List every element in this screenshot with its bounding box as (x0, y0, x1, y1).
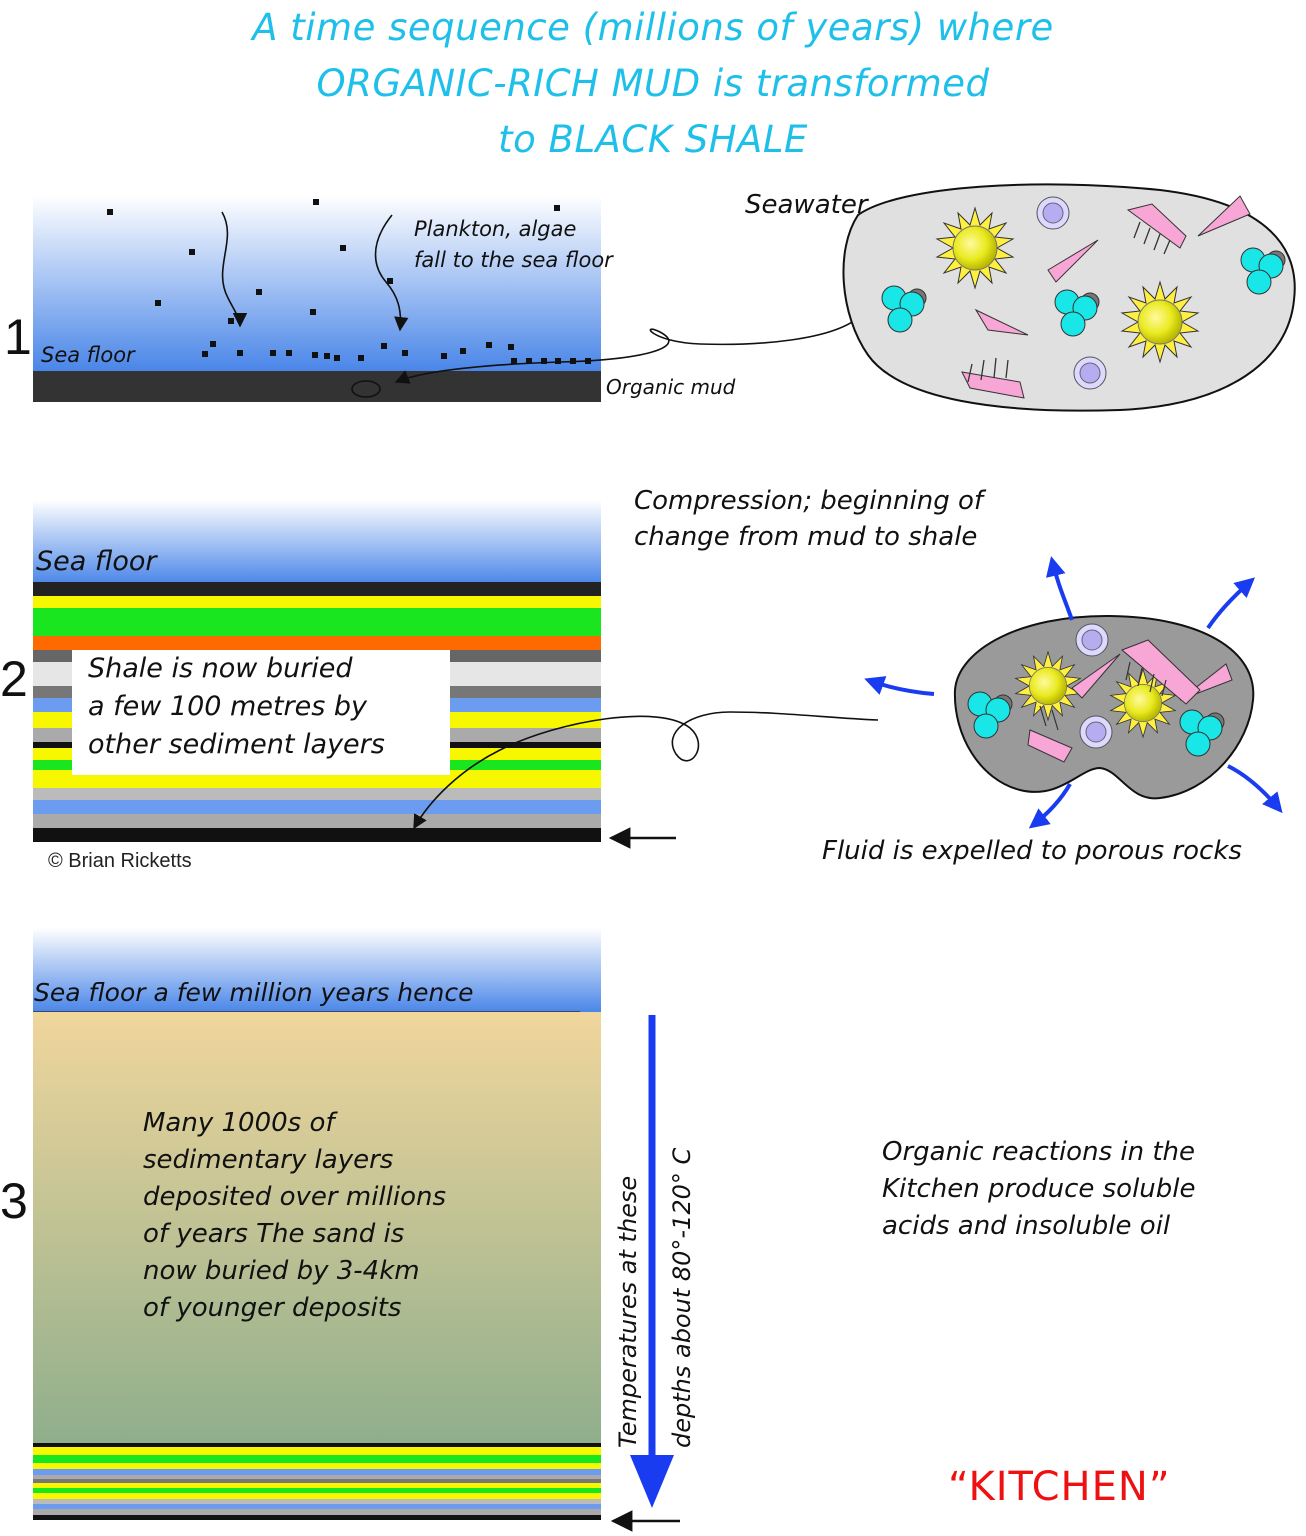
deep-layers (33, 1443, 601, 1520)
deposits-line-2: sedimentary layers (143, 1145, 394, 1175)
pink-shard-3 (974, 308, 1029, 336)
compression-line-1: Compression; beginning of (634, 486, 984, 516)
deposits-line-1: Many 1000s of (143, 1108, 335, 1138)
deposits-line-4: of years The sand is (143, 1219, 405, 1249)
deposits-line-6: of younger deposits (143, 1293, 402, 1323)
copyright-notice: © Brian Ricketts (48, 850, 192, 872)
depth-arrow-head (630, 1455, 674, 1508)
compressed-legs (1039, 661, 1167, 731)
deposits-line-3: deposited over millions (143, 1182, 447, 1212)
temperature-label-line-2: depths about 80°-120° C (668, 1147, 696, 1448)
reactions-line-1: Organic reactions in the (882, 1137, 1196, 1167)
seawater-label: Seawater (745, 190, 868, 220)
title-line-3: to BLACK SHALE (498, 118, 808, 161)
fluid-arrows (864, 556, 1283, 829)
compressed-shard-1 (1071, 653, 1121, 699)
deposits-line-5: now buried by 3-4km (143, 1256, 420, 1286)
compressed-lav-2 (1079, 715, 1113, 749)
burial-line-1: Shale is now buried (88, 653, 353, 684)
burial-line-3: other sediment layers (88, 729, 385, 760)
panel-number-2: 2 (0, 651, 28, 707)
mud-to-blob-arrow (394, 317, 859, 384)
reactions-line-2: Kitchen produce soluble (882, 1174, 1196, 1204)
sea-floor-label: Sea floor (41, 343, 135, 367)
lavender-cell-1 (1036, 196, 1070, 230)
temperature-label-line-1: Temperatures at these (614, 1175, 642, 1448)
sea-floor-label: Sea floor (36, 546, 157, 577)
blob-to-layer-arrow (413, 711, 879, 830)
panel-1 (33, 183, 1296, 412)
reactions-line-3: acids and insoluble oil (882, 1211, 1171, 1241)
compressed-blob (953, 614, 1255, 800)
page-title: A time sequence (millions of years) wher… (0, 0, 1306, 168)
falling-arrow-1 (221, 211, 248, 328)
pink-crustacean-2 (961, 357, 1025, 399)
falling-arrow-2 (374, 214, 409, 332)
future-sea-floor-label: Sea floor a few million years hence (34, 978, 474, 1007)
pink-crustacean-1 (1126, 203, 1187, 255)
panel-3 (33, 928, 680, 1532)
seawater-gradient (33, 500, 601, 584)
fluid-expelled-label: Fluid is expelled to porous rocks (822, 836, 1242, 866)
compressed-lav-1 (1075, 623, 1109, 657)
compression-line-2: change from mud to shale (634, 522, 978, 552)
panel-number-3: 3 (0, 1173, 28, 1229)
organic-mud-label: Organic mud (606, 375, 736, 399)
title-line-1: A time sequence (millions of years) wher… (252, 6, 1054, 49)
seawater-gradient (33, 195, 601, 371)
plankton-label-line-2: fall to the sea floor (414, 248, 613, 272)
seawater-gradient (33, 928, 601, 1012)
burial-text-box: Shale is now buried a few 100 metres by … (72, 650, 450, 775)
compressed-shard-3 (1027, 729, 1073, 763)
pink-shard-1 (1047, 239, 1099, 283)
burial-line-2: a few 100 metres by (88, 691, 368, 722)
mud-sample-marker (351, 380, 381, 398)
kitchen-label: “KITCHEN” (948, 1464, 1171, 1510)
panel-2 (33, 500, 1283, 849)
organic-mud-layer (33, 371, 601, 402)
lavender-cell-2 (1073, 356, 1107, 390)
panel-number-1: 1 (4, 309, 32, 365)
sand-gradient (33, 1012, 601, 1444)
plankton-particles (107, 199, 591, 364)
pink-shard-2 (1197, 195, 1251, 237)
plankton-label-line-1: Plankton, algae (414, 217, 577, 241)
title-line-2: ORGANIC-RICH MUD is transformed (316, 62, 990, 105)
